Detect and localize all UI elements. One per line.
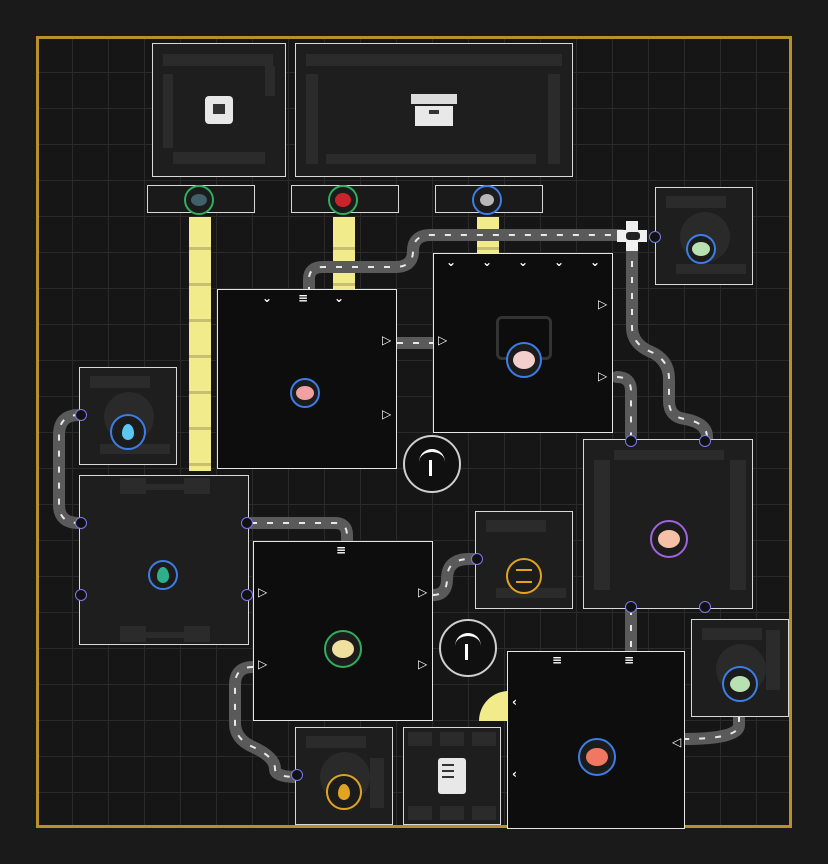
- pink-ore-icon: [290, 378, 320, 408]
- extractor-oil[interactable]: [295, 727, 393, 825]
- water-drop-icon: [110, 414, 146, 450]
- oil-drop-icon: [326, 774, 362, 810]
- red-gem-icon: [328, 185, 358, 215]
- drone-icon: [626, 232, 640, 240]
- peach-ore-icon: [650, 520, 688, 558]
- purifier-peach[interactable]: [583, 439, 753, 609]
- storage-detail: [306, 54, 562, 66]
- fan-vent[interactable]: [475, 511, 573, 609]
- output-arrow: ▷: [418, 657, 428, 671]
- input-chevron: ⌄: [334, 291, 345, 305]
- output-connector[interactable]: [699, 601, 711, 613]
- input-connector[interactable]: [75, 517, 87, 529]
- input-chevron: ⌄: [262, 291, 273, 305]
- input-arrow: ▷: [258, 585, 268, 599]
- output-arrow: ▷: [598, 297, 608, 311]
- antenna-hub-2[interactable]: [439, 619, 497, 677]
- output-arrow: ▷: [382, 407, 392, 421]
- output-connector[interactable]: [241, 589, 253, 601]
- input-chevron: ⌄: [518, 255, 529, 269]
- input-connector[interactable]: [75, 589, 87, 601]
- storage-detail: [173, 152, 265, 164]
- output-arrow: ▷: [418, 585, 428, 599]
- output-connector[interactable]: [241, 517, 253, 529]
- storage-detail: [326, 154, 536, 164]
- mint-crystal-icon: [686, 234, 716, 264]
- input-chevron: ⌄: [590, 255, 601, 269]
- output-arrow: ▷: [598, 369, 608, 383]
- input-connector[interactable]: [699, 435, 711, 447]
- gold-ore-icon: [324, 630, 362, 668]
- input-chevron: ⌄: [482, 255, 493, 269]
- input-arrow: ◁: [672, 735, 682, 749]
- input-chevron: ⌄: [446, 255, 457, 269]
- factory-board: ⌄ ≡ ⌄ ▷ ▷ ⌄ ⌄ ⌄ ⌄ ⌄ ▷ ▷ ▷: [36, 36, 792, 829]
- input-connector[interactable]: [649, 231, 661, 243]
- input-chevron: ≡: [336, 543, 347, 557]
- green-drop-icon: [148, 560, 178, 590]
- input-connector[interactable]: [625, 435, 637, 447]
- storage-chest-icon: [411, 94, 457, 126]
- storage-large[interactable]: [295, 43, 573, 177]
- input-chevron: ≡: [298, 291, 309, 305]
- input-chevron: ⌄: [554, 255, 565, 269]
- extractor-mint-bottom[interactable]: [691, 619, 789, 717]
- input-arrow: ▷: [258, 657, 268, 671]
- extractor-mint-top[interactable]: [655, 187, 753, 285]
- output-connector[interactable]: [75, 409, 87, 421]
- antenna-icon: [455, 633, 481, 660]
- printer[interactable]: [403, 727, 501, 825]
- storage-detail: [548, 74, 560, 164]
- storage-detail: [163, 54, 273, 66]
- conveyor-network: [53, 229, 745, 783]
- mint-crystal-icon: [722, 666, 758, 702]
- extractor-water[interactable]: [79, 367, 177, 465]
- input-arrow: ▷: [438, 333, 448, 347]
- wind-icon: [506, 558, 542, 594]
- output-connector[interactable]: [625, 601, 637, 613]
- coral-ore-icon: [578, 738, 616, 776]
- crusher-gold[interactable]: ≡ ▷ ▷ ▷ ▷: [253, 541, 433, 721]
- input-chevron: ≡: [552, 653, 563, 667]
- input-chevron: ≡: [624, 653, 635, 667]
- storage-detail: [306, 74, 318, 164]
- peach-crystal-icon: [506, 342, 542, 378]
- storage-small[interactable]: [152, 43, 286, 177]
- storage-detail: [265, 66, 275, 96]
- yellow-belt-1[interactable]: [189, 217, 211, 471]
- input-arrow: ‹: [512, 767, 517, 781]
- dark-crystal-icon: [184, 185, 214, 215]
- input-connector[interactable]: [471, 553, 483, 565]
- printer-icon: [438, 758, 466, 794]
- refiner-green[interactable]: [79, 475, 249, 645]
- assembler-peach[interactable]: ⌄ ⌄ ⌄ ⌄ ⌄ ▷ ▷ ▷: [433, 253, 613, 433]
- gray-ore-icon: [472, 185, 502, 215]
- output-arrow: ▷: [382, 333, 392, 347]
- input-connector[interactable]: [291, 769, 303, 781]
- input-arrow: ‹: [512, 695, 517, 709]
- storage-box-icon: [205, 96, 233, 124]
- forge-coral[interactable]: ≡ ≡ ‹ ‹ ◁: [507, 651, 685, 829]
- antenna-hub-1[interactable]: [403, 435, 461, 493]
- storage-detail: [163, 74, 173, 148]
- antenna-icon: [419, 449, 445, 476]
- smelter-pink[interactable]: ⌄ ≡ ⌄ ▷ ▷: [217, 289, 397, 469]
